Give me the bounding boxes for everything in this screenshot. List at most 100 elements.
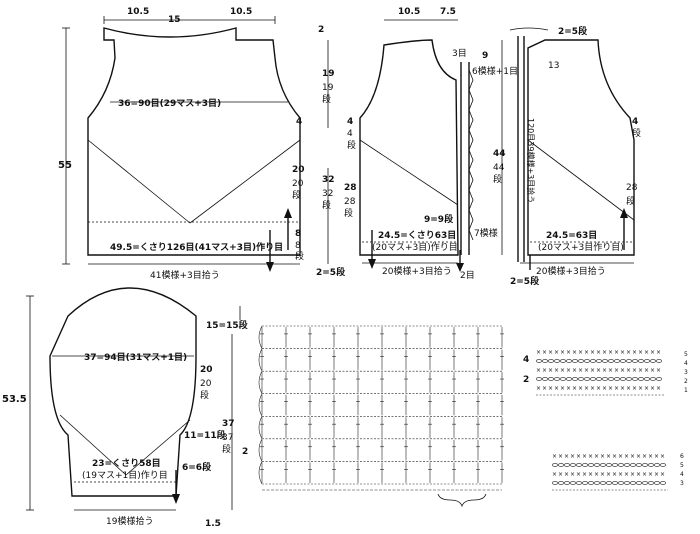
back-v32b: 32: [322, 189, 333, 199]
symbol-mark: ×: [630, 471, 635, 478]
grid-stroke: [258, 348, 263, 372]
symbol-mark: ×: [642, 453, 647, 460]
chart-row-label: 2: [242, 447, 248, 457]
front-height44: 44: [493, 149, 506, 159]
sleeve-r20c: 段: [200, 389, 209, 401]
symbol-mark: [606, 481, 612, 485]
symbol-mark: ×: [590, 367, 595, 374]
symbol-mark: ×: [632, 367, 637, 374]
front-side28b: 28: [344, 197, 356, 207]
symbol-mark: [542, 377, 548, 381]
back-v19b: 19: [322, 83, 334, 93]
symbol-mark: [570, 463, 576, 467]
chart-edge-4: 4: [523, 355, 529, 365]
symbol-mark: [632, 359, 638, 363]
symbol-mark: [630, 463, 636, 467]
symbol-mark: ×: [572, 349, 577, 356]
symbol-mark: ×: [612, 453, 617, 460]
symbol-mark: [620, 359, 626, 363]
symbol-mark: [624, 463, 630, 467]
back-width-label: 36=90目(29マス+3目): [118, 98, 221, 109]
symbol-mark: ×: [612, 471, 617, 478]
sleeve-foundation2: (19マス+1目)作り目: [82, 469, 168, 481]
grid-stroke: [258, 438, 263, 462]
chart-row-number: 3: [680, 480, 684, 487]
symbol-mark: ×: [578, 385, 583, 392]
symbol-mark: ×: [554, 385, 559, 392]
symbol-mark: ×: [588, 453, 593, 460]
symbol-mark: ×: [648, 471, 653, 478]
front-height44b: 44: [493, 163, 505, 173]
symbol-mark: [552, 463, 558, 467]
front-height44c: 段: [493, 173, 502, 185]
symbol-mark: ×: [566, 349, 571, 356]
symbol-mark: [572, 377, 578, 381]
symbol-mark: ×: [584, 367, 589, 374]
front-bottom2: 2目: [460, 270, 475, 281]
sleeve-r37b: 37: [222, 433, 233, 443]
front-rows99: 9=9段: [424, 213, 454, 225]
symbol-mark: ×: [656, 385, 661, 392]
symbol-mark: [656, 377, 662, 381]
symbol-mark: [626, 359, 632, 363]
symbol-mark: [600, 481, 606, 485]
back-bottom-rows: 2=5段: [316, 266, 346, 278]
symbol-mark: [588, 463, 594, 467]
symbol-mark: ×: [596, 349, 601, 356]
symbol-mark: ×: [654, 471, 659, 478]
symbol-mark: ×: [566, 367, 571, 374]
symbol-mark: [654, 463, 660, 467]
symbol-mark: ×: [536, 367, 541, 374]
symbol-mark: ×: [614, 367, 619, 374]
right-arm4: 4: [632, 117, 638, 127]
symbol-mark: [536, 359, 542, 363]
symbol-mark: [656, 359, 662, 363]
back-foundation: 49.5=くさり126目(41マス+3目)作り目: [110, 241, 283, 253]
symbol-mark: [560, 359, 566, 363]
symbol-mark: ×: [570, 471, 575, 478]
stitch-chart-edge-bottom: ××××××××××××××××××××××××××××××××××××××: [552, 453, 668, 491]
back-v32: 32: [322, 175, 335, 185]
symbol-mark: ×: [558, 471, 563, 478]
front-foundation: (20マス+3目)作り目: [372, 241, 458, 253]
symbol-mark: ×: [624, 471, 629, 478]
symbol-mark: [552, 481, 558, 485]
right-side28: 28: [626, 183, 638, 193]
symbol-mark: [626, 377, 632, 381]
front-top-w1: 10.5: [398, 7, 420, 17]
symbol-mark: ×: [590, 349, 595, 356]
stitch-chart-edge-top: ××××××××××××××××××××××××××××××××××××××××…: [536, 349, 664, 396]
symbol-mark: ×: [626, 385, 631, 392]
grid-stroke: [258, 393, 263, 417]
front-arm4c: 段: [347, 139, 356, 151]
symbol-mark: [650, 377, 656, 381]
symbol-mark: ×: [648, 453, 653, 460]
symbol-mark: [660, 481, 666, 485]
chart-row-number: 6: [680, 453, 684, 460]
symbol-mark: [590, 359, 596, 363]
symbol-mark: [642, 481, 648, 485]
symbol-mark: ×: [660, 471, 665, 478]
chart-row-number: 2: [684, 378, 688, 385]
symbol-mark: ×: [602, 349, 607, 356]
symbol-mark: [566, 377, 572, 381]
grid-stroke: [258, 325, 263, 349]
sleeve-r11: 11=11段: [184, 429, 227, 441]
symbol-mark: [608, 359, 614, 363]
front-side28c: 段: [344, 207, 353, 219]
symbol-mark: [594, 481, 600, 485]
back-side-bot: 8: [295, 229, 301, 239]
symbol-mark: [624, 481, 630, 485]
sleeve-cap: 15=15段: [206, 319, 249, 331]
symbol-mark: ×: [590, 385, 595, 392]
symbol-mark: [602, 377, 608, 381]
symbol-mark: [636, 463, 642, 467]
symbol-mark: [558, 481, 564, 485]
symbol-mark: ×: [638, 349, 643, 356]
symbol-mark: [564, 481, 570, 485]
symbol-mark: ×: [618, 453, 623, 460]
symbol-mark: ×: [650, 349, 655, 356]
symbol-mark: [612, 481, 618, 485]
symbol-mark: ×: [644, 367, 649, 374]
front-pat7: 7模様: [474, 227, 498, 239]
